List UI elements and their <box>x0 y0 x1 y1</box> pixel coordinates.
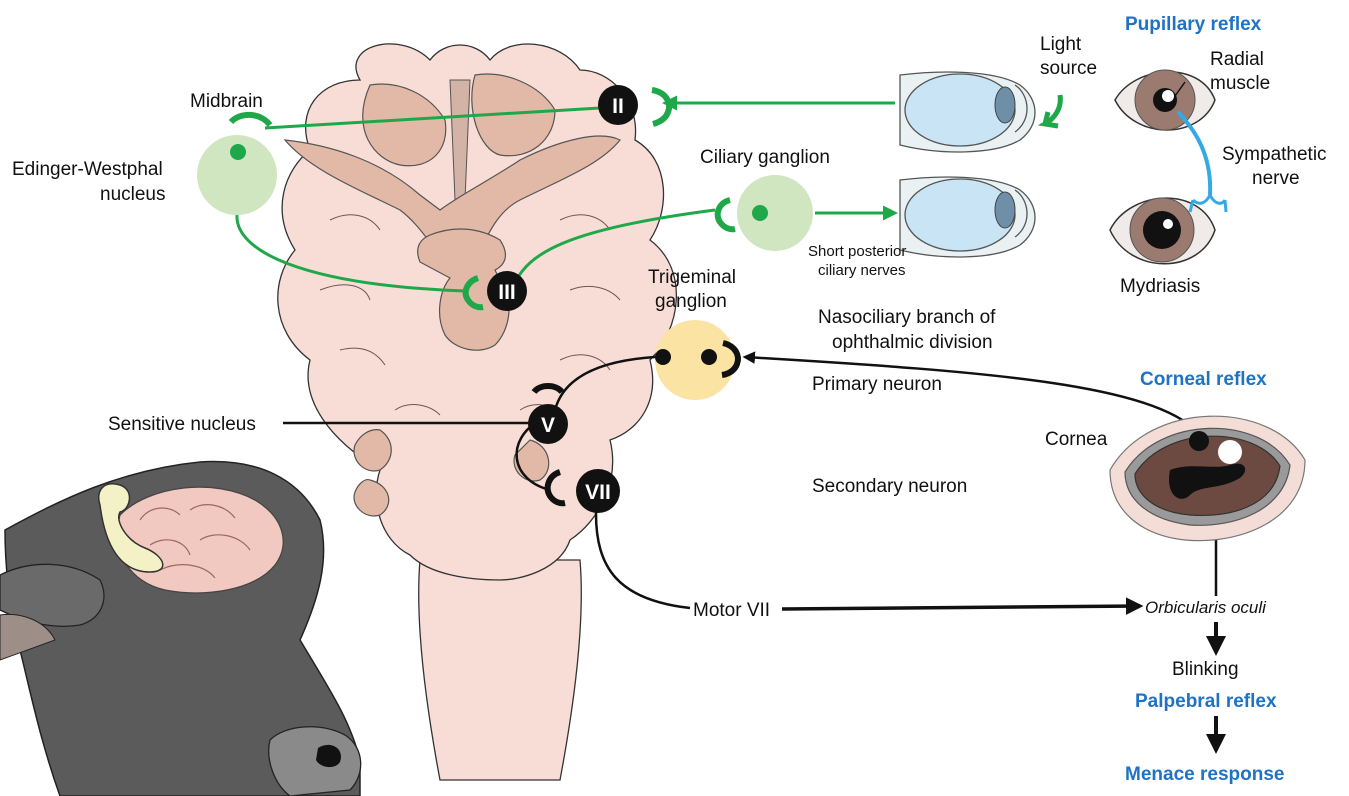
label-edinger-nucleus: nucleus <box>100 184 166 205</box>
label-muscle: muscle <box>1210 73 1270 94</box>
trigeminal-ganglion <box>655 320 738 400</box>
label-ciliary-ganglion: Ciliary ganglion <box>700 147 830 168</box>
svg-text:VII: VII <box>585 481 611 504</box>
label-cornea: Cornea <box>1045 429 1108 450</box>
label-source: source <box>1040 58 1097 79</box>
label-light: Light <box>1040 34 1082 55</box>
svg-text:III: III <box>498 281 516 304</box>
brainstem-illustration <box>278 44 677 780</box>
label-menace-response: Menace response <box>1125 764 1284 785</box>
nerve-v-node: V <box>528 404 568 444</box>
cow-head-illustration <box>0 462 361 796</box>
eye-side-view-bottom <box>900 177 1035 257</box>
svg-text:V: V <box>541 414 555 437</box>
label-edinger-westphal: Edinger-Westphal <box>12 159 163 180</box>
label-sympathetic: Sympathetic <box>1222 144 1327 165</box>
edinger-westphal-nucleus <box>197 135 277 215</box>
label-trigeminal: Trigeminal <box>648 267 736 288</box>
label-mydriasis: Mydriasis <box>1120 276 1200 297</box>
label-palpebral-reflex: Palpebral reflex <box>1135 691 1277 712</box>
label-radial: Radial <box>1210 49 1264 70</box>
label-motor-vii: Motor VII <box>693 600 770 621</box>
label-ophthalmic: ophthalmic division <box>832 332 993 353</box>
label-primary-neuron: Primary neuron <box>812 374 942 395</box>
label-short-posterior: Short posterior <box>808 243 906 260</box>
ciliary-ganglion <box>737 175 813 251</box>
label-secondary-neuron: Secondary neuron <box>812 476 967 497</box>
eye-side-view-top <box>900 72 1035 152</box>
nerve-iii-node: III <box>487 271 527 311</box>
label-sensitive-nucleus: Sensitive nucleus <box>108 414 256 435</box>
nerve-ii-node: II <box>598 85 638 125</box>
label-nasociliary: Nasociliary branch of <box>818 307 996 328</box>
label-orbicularis-oculi: Orbicularis oculi <box>1145 598 1267 617</box>
label-ciliary-nerves: ciliary nerves <box>818 262 906 279</box>
eye-radial-muscle <box>1115 70 1215 130</box>
label-corneal-reflex: Corneal reflex <box>1140 369 1267 390</box>
label-blinking: Blinking <box>1172 659 1239 680</box>
cornea-eye <box>1110 416 1305 540</box>
label-pupillary-reflex: Pupillary reflex <box>1125 14 1262 35</box>
label-ganglion: ganglion <box>655 291 727 312</box>
nerve-vii-node: VII <box>576 469 620 513</box>
label-nerve: nerve <box>1252 168 1300 189</box>
label-midbrain: Midbrain <box>190 91 263 112</box>
svg-text:II: II <box>612 95 624 118</box>
eye-mydriasis <box>1110 198 1215 264</box>
